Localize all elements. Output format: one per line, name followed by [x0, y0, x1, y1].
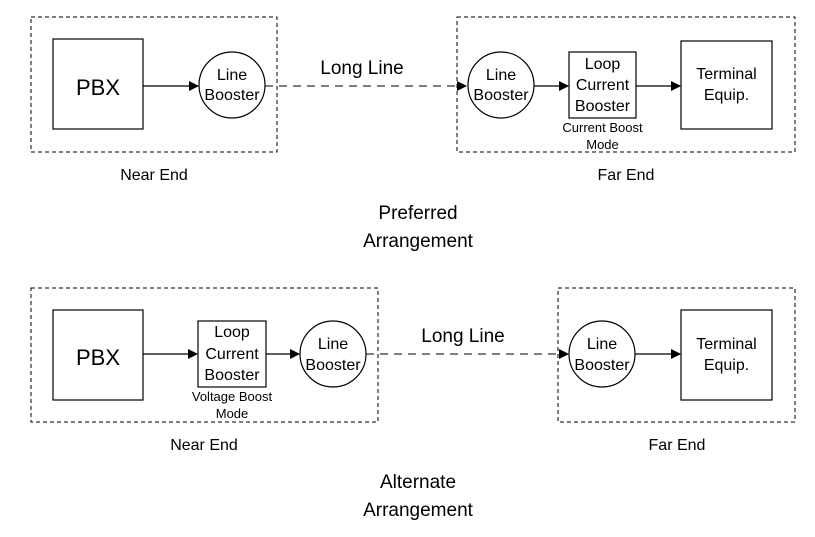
preferred-loop-mode-label-1: Current Boost [562, 120, 643, 135]
preferred-loop-mode-label-2: Mode [586, 137, 619, 152]
alternate-near-end-box [30, 287, 379, 423]
alternate-loop-booster-box [197, 320, 267, 388]
alternate-pbx-label: PBX [76, 345, 120, 370]
preferred-loop-label-2: Current [576, 77, 630, 94]
alternate-loop-label-3: Booster [204, 367, 260, 384]
alternate-terminal-box [680, 309, 773, 401]
preferred-loop-label-3: Booster [575, 98, 631, 115]
alternate-loop-label-1: Loop [214, 324, 250, 341]
preferred-arrangement: PBX Line Booster Long Line Line Booster … [30, 16, 796, 252]
alternate-far-end-label: Far End [649, 437, 706, 454]
preferred-far-booster-label-1: Line [486, 67, 516, 84]
alternate-pbx-box [52, 309, 144, 401]
preferred-near-booster-circle [198, 51, 266, 119]
preferred-far-end-label: Far End [598, 167, 655, 184]
preferred-pbx-label: PBX [76, 75, 120, 100]
preferred-far-booster-label-2: Booster [473, 87, 529, 104]
alternate-terminal-label-2: Equip. [704, 357, 749, 374]
preferred-long-line-label: Long Line [320, 58, 403, 79]
preferred-terminal-label-1: Terminal [696, 66, 756, 83]
preferred-pbx-box [52, 38, 144, 130]
preferred-title-2: Arrangement [363, 231, 474, 252]
alternate-long-line-label: Long Line [421, 326, 504, 347]
preferred-terminal-box [680, 40, 773, 130]
alternate-far-booster-label-2: Booster [574, 357, 630, 374]
preferred-near-booster-label-1: Line [217, 67, 247, 84]
alternate-loop-label-2: Current [205, 346, 259, 363]
preferred-near-end-box [30, 16, 278, 153]
preferred-title-1: Preferred [378, 203, 457, 224]
alternate-loop-mode-label-1: Voltage Boost [192, 389, 273, 404]
preferred-loop-label-1: Loop [585, 56, 621, 73]
alternate-title-1: Alternate [380, 472, 456, 493]
alternate-far-booster-circle [568, 320, 636, 388]
alternate-loop-mode-label-2: Mode [216, 406, 249, 421]
alternate-near-booster-label-2: Booster [305, 357, 361, 374]
preferred-far-booster-circle [467, 51, 535, 119]
alternate-near-booster-label-1: Line [318, 336, 348, 353]
alternate-arrangement: PBX Loop Current Booster Voltage Boost M… [30, 287, 796, 521]
preferred-near-end-label: Near End [120, 167, 188, 184]
alternate-near-booster-circle [299, 320, 367, 388]
preferred-terminal-label-2: Equip. [704, 87, 749, 104]
preferred-near-booster-label-2: Booster [204, 87, 260, 104]
alternate-near-end-label: Near End [170, 437, 238, 454]
preferred-loop-booster-box [568, 51, 637, 119]
alternate-terminal-label-1: Terminal [696, 336, 756, 353]
alternate-title-2: Arrangement [363, 500, 474, 521]
alternate-far-booster-label-1: Line [587, 336, 617, 353]
alternate-far-end-box [557, 287, 796, 423]
